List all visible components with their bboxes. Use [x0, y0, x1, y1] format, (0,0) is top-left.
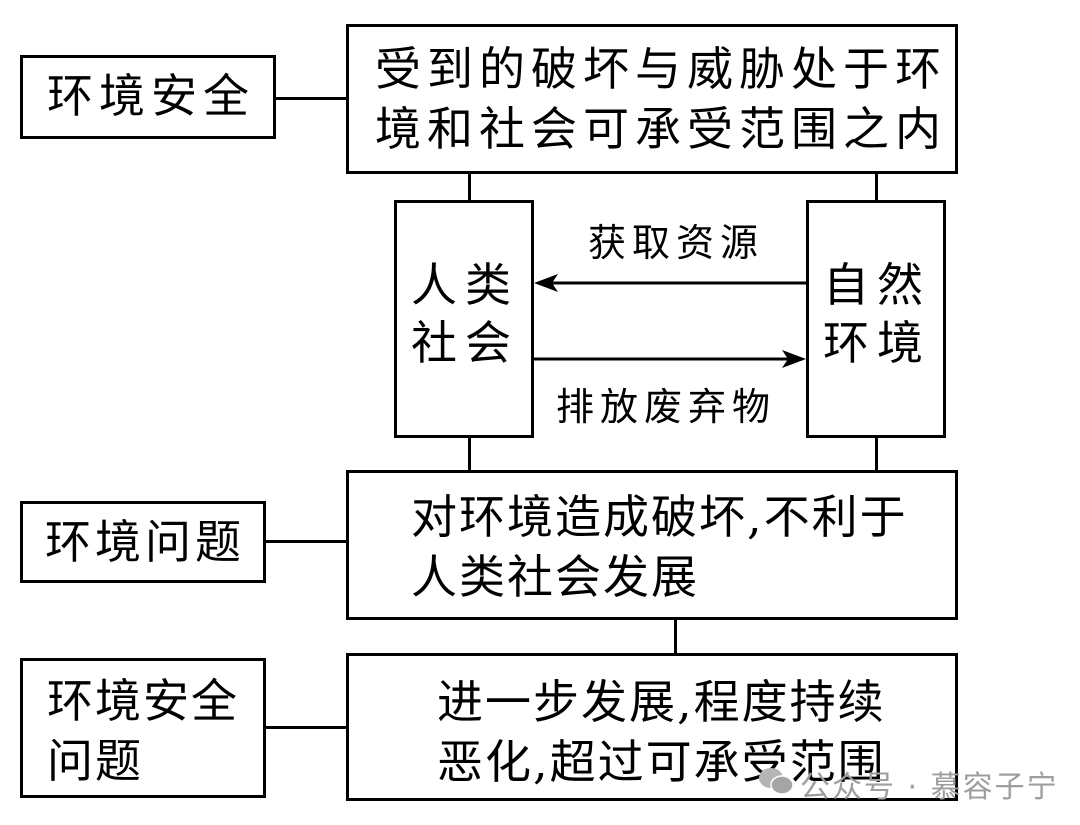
- desc-box-environmental-security: 受到的破坏与威胁处于环 境和社会可承受范围之内: [346, 24, 958, 174]
- connector-top-left: [468, 174, 471, 202]
- natural-environment-line-2: 环境: [823, 316, 931, 370]
- connector-bottom-left: [468, 438, 471, 472]
- label-box-environmental-problem: 环境问题: [20, 501, 266, 583]
- connector-problem: [266, 540, 348, 543]
- label-security-problem-line-1: 环境安全: [47, 674, 239, 728]
- label-environmental-problem: 环境问题: [45, 515, 245, 569]
- connector-security: [276, 97, 348, 100]
- connector-security-problem: [266, 726, 348, 729]
- human-society-line-2: 社会: [411, 316, 519, 370]
- label-security-problem-line-2: 问题: [47, 734, 143, 788]
- label-box-environmental-security-problem: 环境安全 问题: [20, 658, 266, 798]
- desc-security-problem-line-1: 进一步发展,程度持续: [437, 675, 886, 729]
- label-box-environmental-security: 环境安全: [20, 55, 276, 139]
- wechat-icon: [759, 768, 794, 795]
- label-discharge-waste: 排放废弃物: [556, 385, 777, 429]
- label-obtain-resources: 获取资源: [588, 221, 765, 265]
- box-human-society: 人类 社会: [394, 200, 534, 438]
- box-natural-environment: 自然 环境: [806, 200, 946, 438]
- desc-security-problem-line-2: 恶化,超过可承受范围: [437, 735, 886, 789]
- desc-problem-line-2: 人类社会发展: [411, 550, 699, 604]
- connector-bottom-right: [875, 438, 878, 472]
- desc-box-environmental-problem: 对环境造成破坏,不利于 人类社会发展: [346, 470, 958, 620]
- natural-environment-line-1: 自然: [823, 258, 931, 312]
- connector-problem-to-security-problem: [674, 620, 677, 654]
- label-environmental-security: 环境安全: [47, 69, 255, 123]
- desc-security-line-2: 境和社会可承受范围之内: [375, 102, 947, 156]
- watermark-text: 公众号 · 慕容子宁: [800, 770, 1059, 805]
- desc-box-environmental-security-problem: 进一步发展,程度持续 恶化,超过可承受范围: [346, 653, 958, 801]
- desc-security-line-1: 受到的破坏与威胁处于环: [375, 42, 947, 96]
- arrow-obtain-resources: [534, 274, 806, 292]
- arrow-discharge-waste: [534, 350, 806, 368]
- human-society-line-1: 人类: [411, 258, 519, 312]
- connector-top-right: [875, 174, 878, 202]
- desc-problem-line-1: 对环境造成破坏,不利于: [411, 490, 908, 544]
